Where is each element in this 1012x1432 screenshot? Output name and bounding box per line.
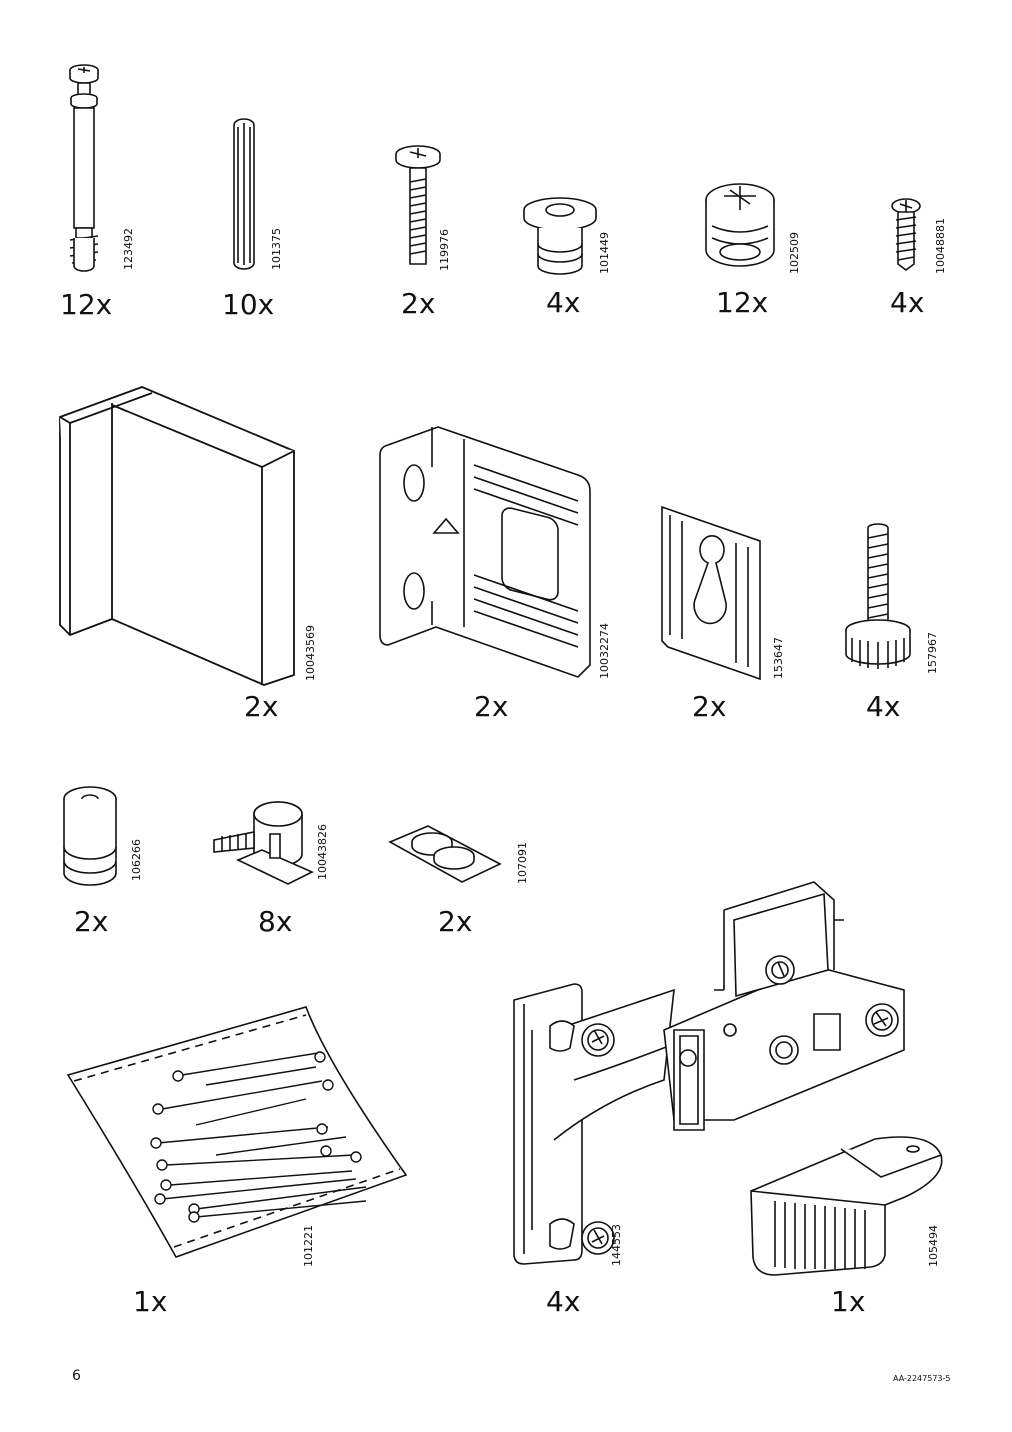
part-quantity: 4x	[546, 1285, 581, 1318]
door-stop-icon	[745, 1125, 950, 1280]
part-code: 119976	[438, 229, 451, 271]
mounting-bracket-icon	[378, 425, 593, 680]
part-quantity: 2x	[474, 690, 509, 723]
long-screw-icon	[392, 142, 452, 272]
part-code: 107091	[516, 842, 529, 884]
bumper-pads-icon	[388, 822, 508, 887]
cam-bolt-icon	[60, 60, 120, 275]
dowel-icon	[222, 115, 262, 275]
shelf-support-icon	[210, 800, 320, 890]
part-quantity: 8x	[258, 905, 293, 938]
part-quantity: 4x	[890, 286, 925, 319]
l-bracket-icon	[58, 385, 308, 685]
short-screw-icon	[888, 196, 928, 276]
part-quantity: 4x	[546, 286, 581, 319]
part-code: 105494	[927, 1225, 940, 1267]
threaded-sleeve-icon	[60, 785, 125, 890]
adjustable-foot-icon	[838, 522, 918, 669]
part-quantity: 12x	[60, 288, 113, 321]
part-code: 106266	[130, 839, 143, 881]
page-number: 6	[72, 1368, 81, 1384]
part-quantity: 4x	[866, 690, 901, 723]
part-code: 123492	[122, 228, 135, 270]
part-quantity: 2x	[438, 905, 473, 938]
nail-bag-icon	[66, 1005, 411, 1265]
hinge-icon	[484, 880, 914, 1270]
part-code: 10048881	[934, 218, 947, 274]
part-code: 144553	[610, 1224, 623, 1266]
part-quantity: 10x	[222, 288, 275, 321]
part-code: 102509	[788, 232, 801, 274]
keyhole-plate-icon	[660, 503, 770, 683]
part-code: 153647	[772, 637, 785, 679]
part-code: 157967	[926, 632, 939, 674]
part-quantity: 1x	[831, 1285, 866, 1318]
part-code: 101221	[302, 1225, 315, 1267]
plastic-sleeve-icon	[520, 196, 600, 276]
part-code: 101375	[270, 228, 283, 270]
part-quantity: 1x	[133, 1285, 168, 1318]
part-quantity: 12x	[716, 286, 769, 319]
part-code: 101449	[598, 232, 611, 274]
part-code: 10032274	[598, 623, 611, 679]
part-code: 10043826	[316, 824, 329, 880]
part-quantity: 2x	[401, 287, 436, 320]
document-code: AA-2247573-5	[893, 1374, 951, 1383]
part-quantity: 2x	[692, 690, 727, 723]
part-quantity: 2x	[244, 690, 279, 723]
cam-lock-icon	[700, 178, 780, 278]
part-code: 10043569	[304, 625, 317, 681]
part-quantity: 2x	[74, 905, 109, 938]
